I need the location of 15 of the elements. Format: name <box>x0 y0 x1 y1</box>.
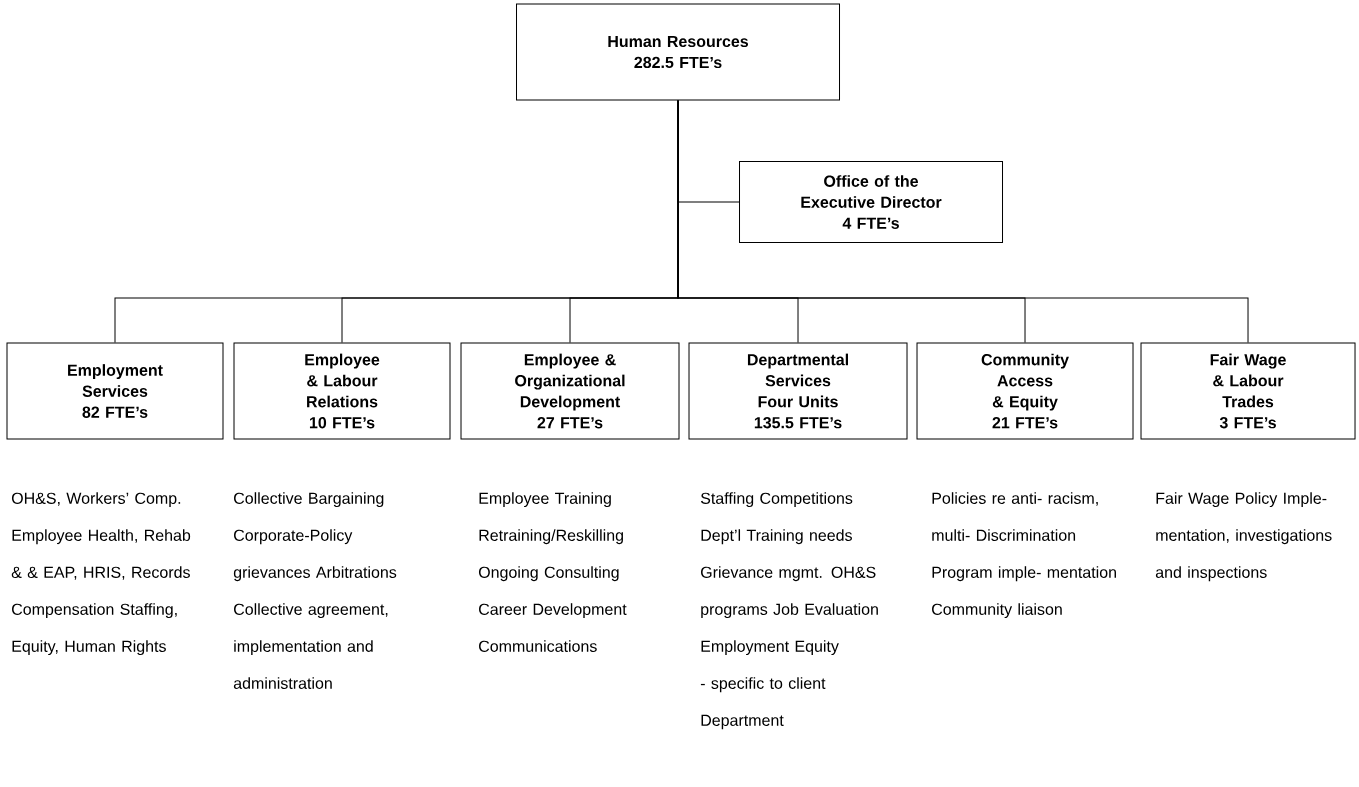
org-box: Employment Services 82 FTE’s <box>6 342 224 440</box>
org-box: Human Resources 282.5 FTE’s <box>516 3 840 101</box>
description-text: Collective Bargaining Corporate-Policy grievances Arbitrations Collective agreement, implementation and administration <box>233 492 397 689</box>
description-text: Employee Training Retraining/Reskilling Ongoing Consulting Career Development Communications <box>478 492 627 652</box>
org-box: Community Access & Equity 21 FTE’s <box>916 342 1134 440</box>
description-text: Staffing Competitions Dept’l Training needs Grievance mgmt. OH&S programs Job Evaluation Employment Equity - specific to client Department <box>700 492 878 730</box>
org-box: Departmental Services Four Units 135.5 FTE’s <box>688 342 908 440</box>
org-box: Office of the Executive Director 4 FTE’s <box>739 161 1003 243</box>
description-text: Policies re anti- racism, multi- Discrimination Program imple- mentation Community liaison <box>932 492 1116 619</box>
org-box: Fair Wage & Labour Trades 3 FTE’s <box>1140 342 1356 440</box>
description-text: Fair Wage Policy Imple- mentation, investigations and inspections <box>1155 492 1332 582</box>
org-box: Employee & Organizational Development 27 FTE’s <box>460 342 680 440</box>
description-text: OH&S, Workers’ Comp. Employee Health, Rehab & & EAP, HRIS, Records Compensation Staffing, Equity, Human Rights <box>11 492 191 656</box>
connector-line <box>677 100 1249 343</box>
org-box: Employee & Labour Relations 10 FTE’s <box>233 342 451 440</box>
